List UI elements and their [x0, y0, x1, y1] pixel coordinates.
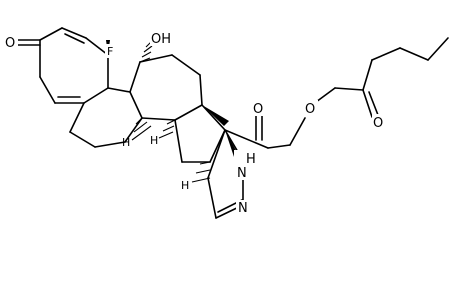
c20-ester-arm — [224, 37, 449, 149]
c20-carbonyl — [255, 111, 263, 141]
ring-b — [69, 87, 143, 148]
c16-h-hash — [191, 161, 211, 183]
c11-oh-hash — [139, 39, 154, 63]
c14-h-label: H — [150, 134, 158, 147]
c13-methyl-wedge — [202, 105, 229, 126]
c8-h-hash — [131, 117, 152, 141]
ring-a — [39, 27, 109, 104]
pyrazole-h-label: H — [246, 152, 256, 167]
hydroxyl-label: OH — [151, 32, 171, 47]
ester-carbonyl-o-label: O — [373, 116, 383, 131]
c3-ketone — [17, 39, 41, 46]
ring-c — [129, 54, 203, 121]
c20-oxygen-label: O — [253, 102, 263, 117]
pyrazole-nh-label: N — [237, 166, 247, 181]
fluorine-label: F — [107, 45, 113, 58]
pyrazole-n-label: N — [238, 201, 248, 216]
c8-h-label: H — [122, 136, 130, 149]
ester-link-o-label: O — [305, 102, 315, 117]
ketone-o-label: O — [5, 36, 15, 51]
c14-h-hash — [158, 119, 176, 139]
c16-h-label: H — [181, 179, 189, 192]
